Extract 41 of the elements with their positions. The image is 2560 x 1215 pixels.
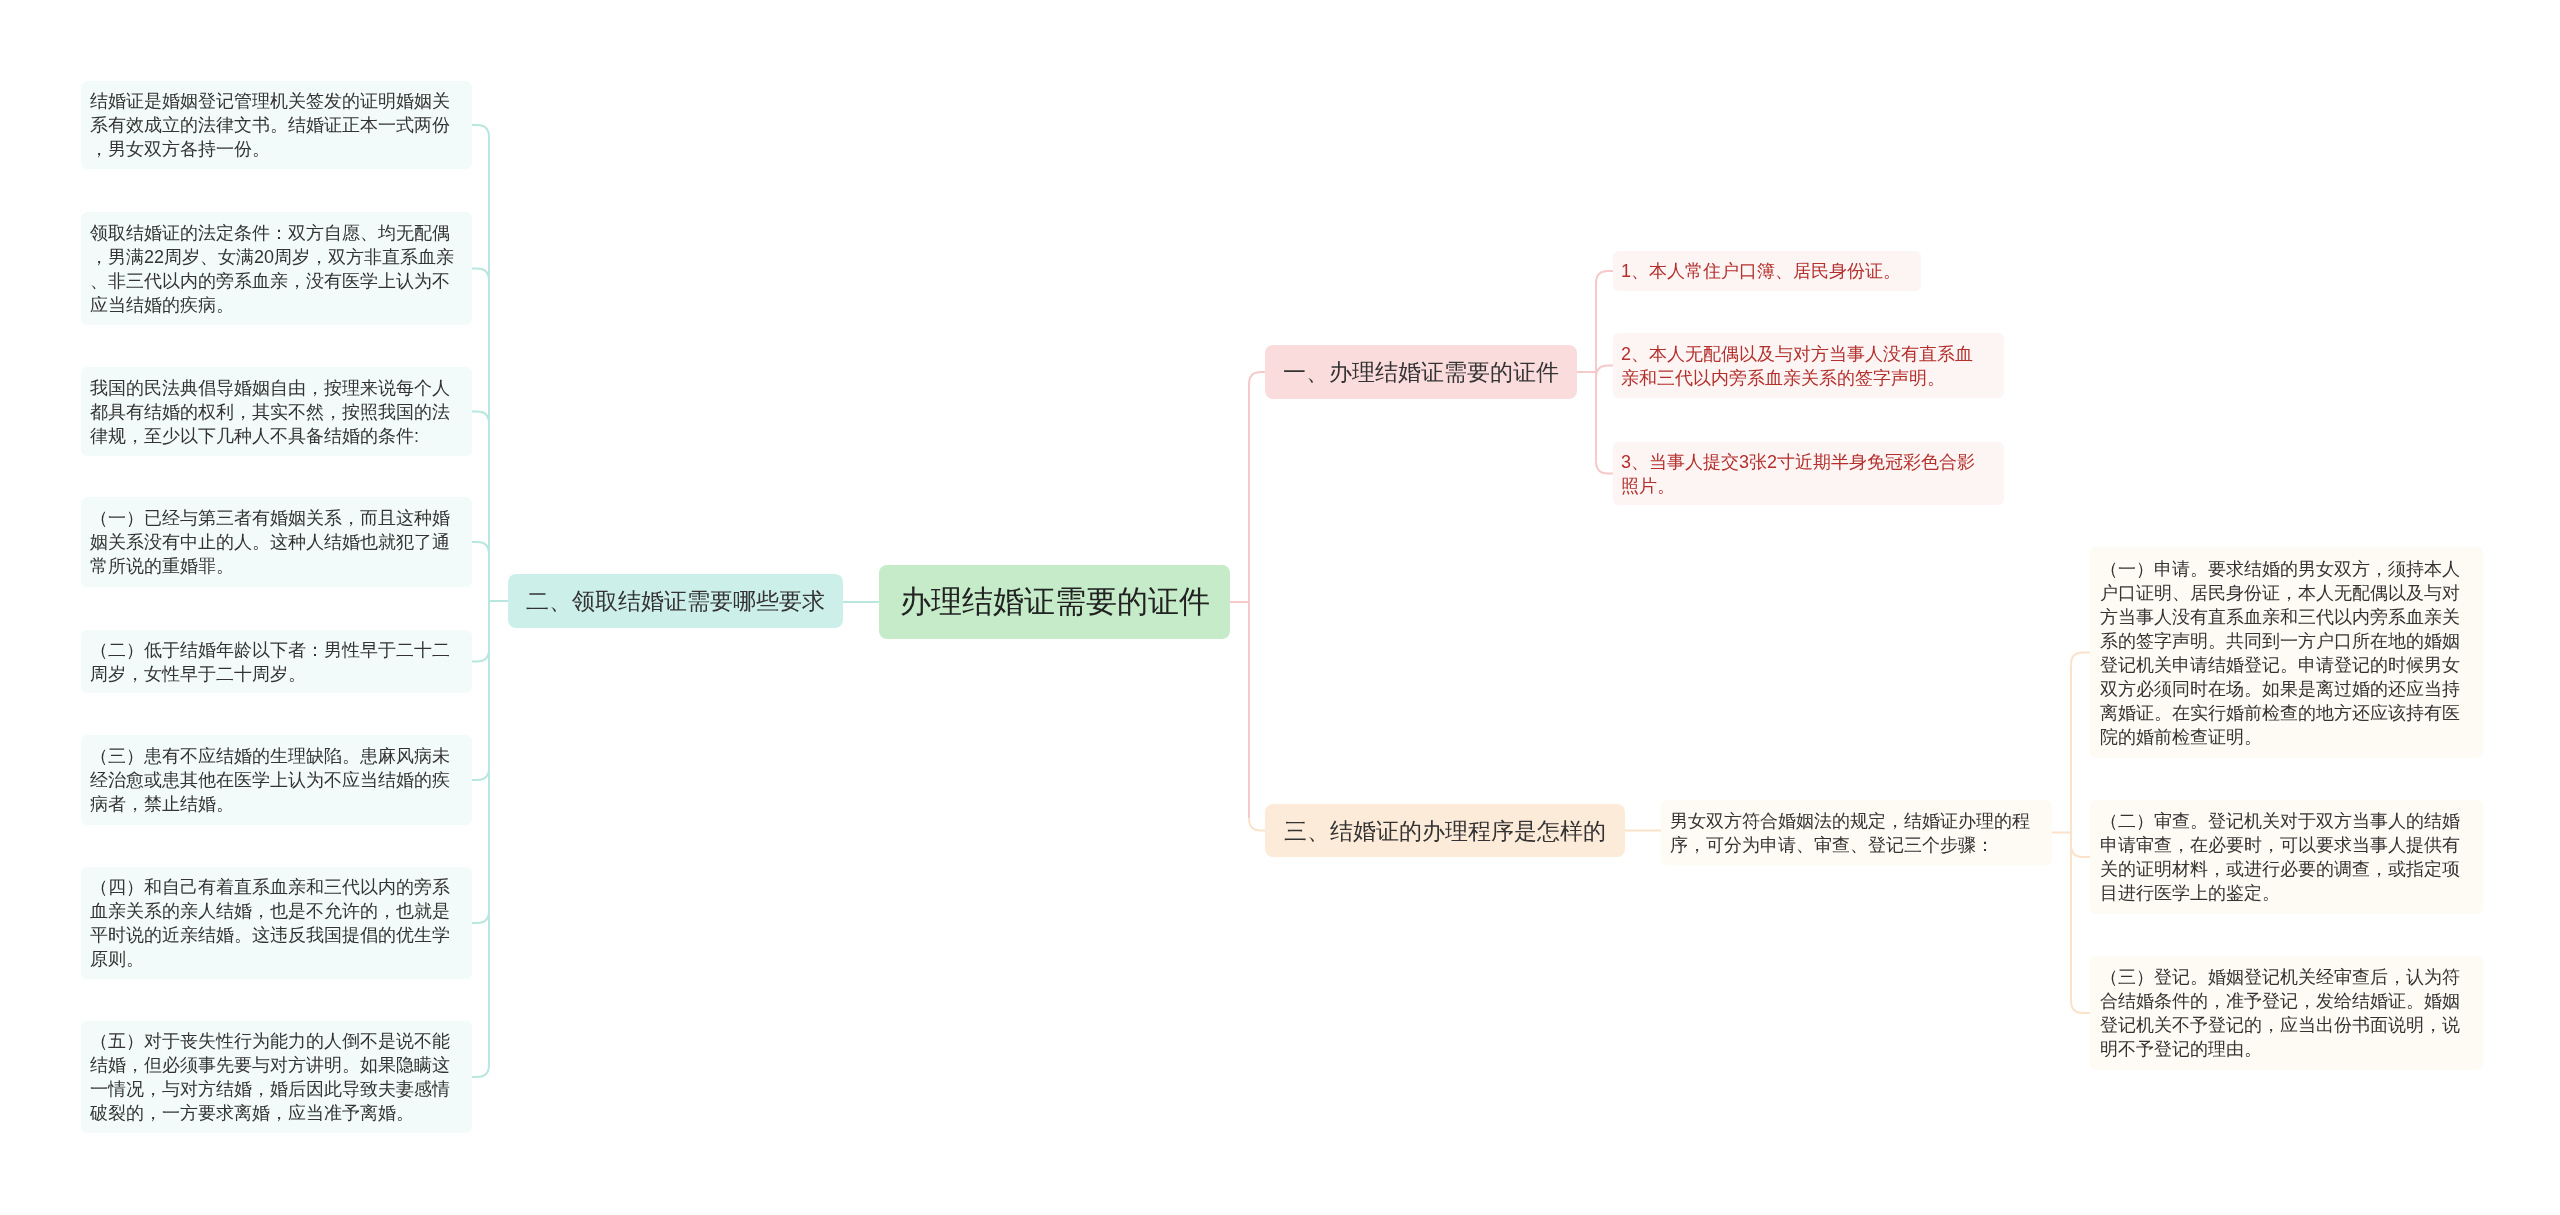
connector-line: [2070, 844, 2091, 858]
connector-line: [1624, 829, 1662, 832]
connector-line: [1576, 282, 1597, 463]
connector-line: [2070, 1000, 2091, 1014]
branch-topic: 三、结婚证的办理程序是怎样的: [1265, 804, 1625, 857]
central-topic: 办理结婚证需要的证件: [879, 565, 1230, 639]
subtopic-card: （五）对于丧失性行为能力的人倒不是说不能结婚，但必须事先要与对方讲明。如果隐瞒这一情况，与对方结婚，婚后因此导致夫妻感情破裂的，一方要求离婚，应当准予离婚。: [81, 1021, 472, 1133]
connector-line: [842, 601, 880, 603]
connector-line: [471, 541, 490, 555]
connector-line: [1248, 371, 1266, 385]
subtopic-card: （四）和自己有着直系血亲和三代以内的旁系血亲关系的亲人结婚，也是不允许的，也就是平时说的近亲结婚。这违反我国提倡的优生学原则。: [81, 867, 472, 979]
subtopic-card: 2、本人无配偶以及与对方当事人没有直系血亲和三代以内旁系血亲关系的签字声明。: [1613, 333, 2004, 398]
subtopic-card: （三）患有不应结婚的生理缺陷。患麻风病未经治愈或患其他在医学上认为不应当结婚的疾病者，禁止结婚。: [81, 735, 472, 825]
subtopic-card: （一）已经与第三者有婚姻关系，而且这种婚姻关系没有中止的人。这种人结婚也就犯了通常所说的重婚罪。: [81, 497, 472, 587]
connector-line: [1229, 383, 1250, 820]
connector-line: [1595, 364, 1614, 379]
subtopic-card: 结婚证是婚姻登记管理机关签发的证明婚姻关系有效成立的法律文书。结婚证正本一式两份，男女双方各持一份。: [81, 81, 472, 169]
subtopic-card: （二）低于结婚年龄以下者：男性早于二十二周岁，女性早于二十周岁。: [81, 630, 472, 693]
subtopic-card: （一）申请。要求结婚的男女双方，须持本人户口证明、居民身份证，本人无配偶以及与对方当事人没有直系血亲和三代以内旁系血亲关系的签字声明。共同到一方户口所在地的婚姻登记机关申请结婚登记。申请登记的时候男女双方必须同时在场。如果是离过婚的还应当持离婚证。在实行婚前检查的地方还应该持有医院的婚前检查证明。: [2090, 547, 2483, 758]
connector-line: [471, 1064, 490, 1078]
connector-line: [471, 910, 490, 924]
connector-line: [2051, 663, 2072, 1002]
branch-topic: 二、领取结婚证需要哪些要求: [508, 574, 843, 628]
subtopic-card: 3、当事人提交3张2寸近期半身免冠彩色合影照片。: [1613, 442, 2004, 505]
connector-line: [1595, 270, 1614, 284]
subtopic-card: （三）登记。婚姻登记机关经审查后，认为符合结婚条件的，准予登记，发给结婚证。婚姻登记机关不予登记的，应当出份书面说明，说明不予登记的理由。: [2090, 956, 2483, 1070]
connector-line: [471, 267, 490, 282]
connector-line: [471, 767, 490, 781]
subtopic-card: 我国的民法典倡导婚姻自由，按理来说每个人都具有结婚的权利，其实不然，按照我国的法律规，至少以下几种人不具备结婚的条件:: [81, 367, 472, 456]
subtopic-card: 1、本人常住户口簿、居民身份证。: [1613, 251, 1921, 291]
connector-line: [471, 124, 490, 138]
subtopic-card: 男女双方符合婚姻法的规定，结婚证办理的程序，可分为申请、审查、登记三个步骤：: [1661, 800, 2052, 865]
branch-topic: 一、办理结婚证需要的证件: [1265, 345, 1577, 399]
connector-line: [1248, 817, 1266, 832]
subtopic-card: 领取结婚证的法定条件：双方自愿、均无配偶，男满22周岁、女满20周岁，双方非直系血亲、非三代以内的旁系血亲，没有医学上认为不应当结婚的疾病。: [81, 212, 472, 325]
connector-line: [471, 648, 490, 663]
connector-line: [1595, 460, 1614, 475]
connector-line: [471, 410, 490, 425]
connector-line: [488, 136, 509, 1066]
subtopic-card: （二）审查。登记机关对于双方当事人的结婚申请审查，在必要时，可以要求当事人提供有关的证明材料，或进行必要的调查，或指定项目进行医学上的鉴定。: [2090, 800, 2483, 914]
connector-line: [2070, 651, 2091, 666]
